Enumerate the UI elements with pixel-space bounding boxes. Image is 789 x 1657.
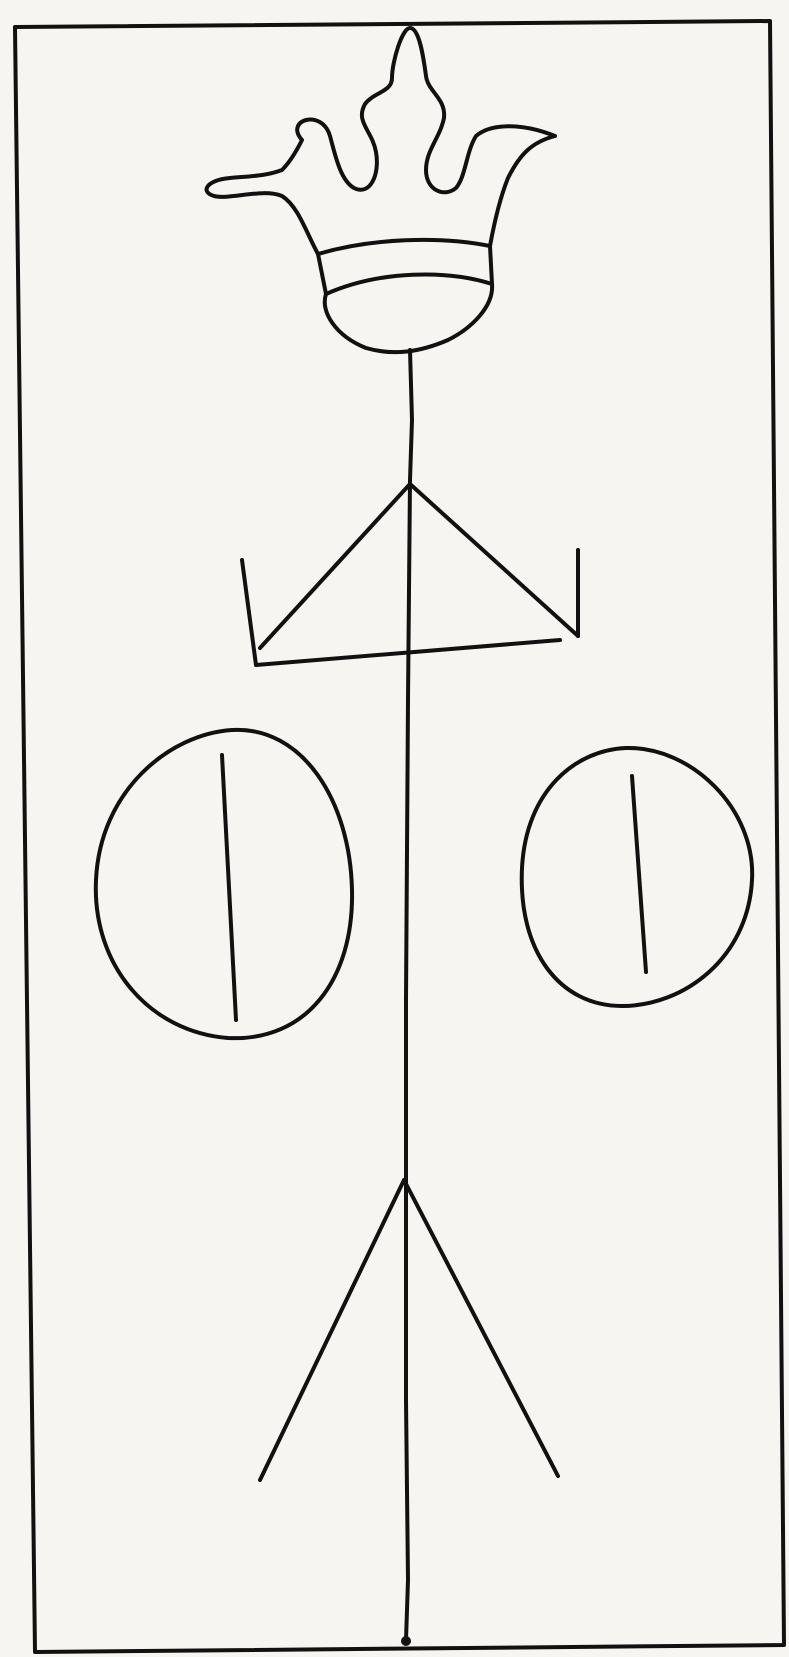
right-oval-line	[632, 776, 646, 972]
right-oval-ring	[522, 748, 752, 1006]
crown-band-bottom	[326, 275, 492, 294]
crown-base-bowl	[325, 284, 492, 352]
left-bracket-vertical	[242, 560, 256, 665]
staff-end-dot	[401, 1636, 411, 1646]
crown-outline	[207, 28, 555, 254]
crown-icon	[207, 28, 555, 352]
right-oval	[522, 748, 752, 1006]
crown-band-left	[318, 254, 326, 294]
left-oval	[96, 730, 352, 1038]
central-staff	[406, 350, 412, 1640]
upper-chevron	[260, 484, 578, 648]
crown-band-right	[490, 246, 492, 284]
lower-chevron	[260, 1180, 558, 1480]
frame-border	[15, 21, 784, 1652]
left-oval-line	[222, 755, 236, 1020]
